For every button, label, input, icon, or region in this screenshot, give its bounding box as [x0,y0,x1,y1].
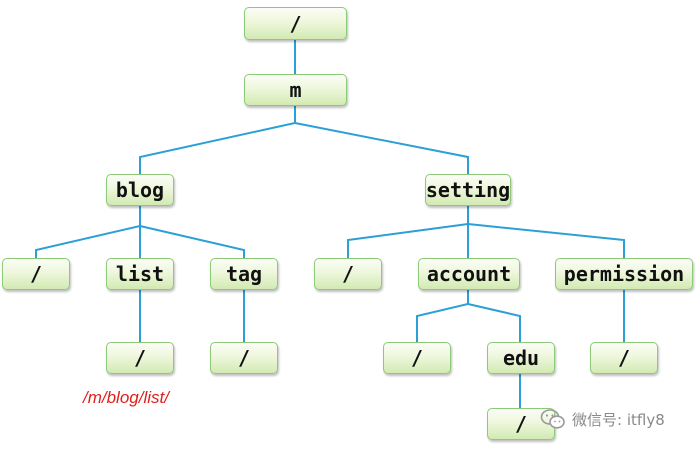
node-permission: permission [555,258,693,290]
node-label: permission [563,262,685,286]
edge-blog-tag [139,225,245,258]
node-blog-root: / [2,258,70,290]
node-list-root: / [106,342,174,374]
node-label: / [133,346,147,370]
node-label: account [426,262,512,286]
node-label: / [237,346,251,370]
node-label: edu [502,346,540,370]
wechat-icon [540,409,565,429]
node-tag-root: / [210,342,278,374]
node-label: m [289,78,302,102]
path-annotation: /m/blog/list/ [83,388,169,407]
node-label: / [410,346,424,370]
edge-m-setting [294,122,469,174]
watermark: 微信号: itfly8 [540,408,665,430]
watermark-text: 微信号: itfly8 [572,410,665,429]
edge-setting-root [347,206,469,258]
node-account: account [418,258,520,290]
node-label: / [289,11,302,36]
edge-blog-root [35,206,141,258]
node-label: blog [115,178,165,202]
node-list: list [106,258,174,290]
edge-account-edu [467,303,521,342]
node-label: list [115,262,165,286]
node-m: m [244,74,347,106]
node-label: setting [425,178,511,202]
node-tag: tag [210,258,278,290]
node-label: / [514,412,528,436]
edge-m-blog [139,106,296,174]
node-label: / [29,262,43,286]
edge-setting-permission [467,223,625,258]
node-account-root: / [383,342,451,374]
node-root: / [244,7,347,40]
edge-account-root [416,290,469,342]
node-setting-root: / [314,258,382,290]
node-permission-root: / [590,342,658,374]
node-blog: blog [106,174,174,206]
node-label: tag [225,262,263,286]
node-label: / [617,346,631,370]
node-setting: setting [425,174,511,206]
node-label: / [341,262,355,286]
node-edu: edu [487,342,555,374]
